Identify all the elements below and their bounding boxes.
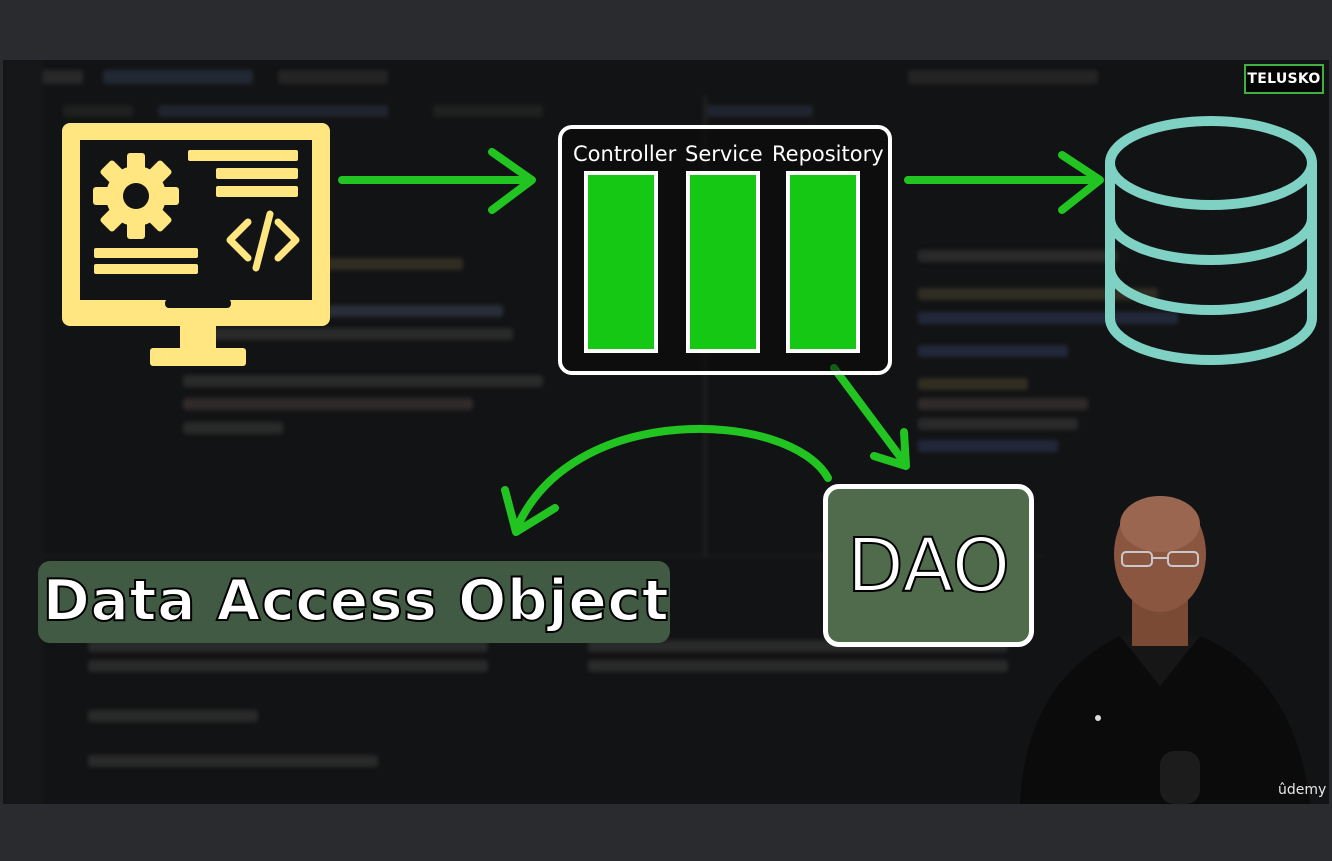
title-background — [38, 561, 670, 643]
controller-label: Controller — [573, 142, 677, 166]
service-label: Service — [685, 142, 763, 166]
presenter-video — [1020, 496, 1310, 804]
video-title-caption: Data Access Object — [42, 567, 670, 635]
controller-layer-bar — [584, 171, 658, 353]
dao-label: DAO — [846, 522, 1011, 609]
repository-label: Repository — [772, 142, 884, 166]
udemy-watermark: ûdemy — [1278, 782, 1327, 798]
blurred-ide-background — [3, 60, 1329, 804]
dao-box: DAO — [823, 484, 1034, 647]
repository-layer-bar — [786, 171, 860, 353]
service-layer-bar — [686, 171, 760, 353]
telusko-logo: TELUSKO — [1244, 64, 1324, 94]
